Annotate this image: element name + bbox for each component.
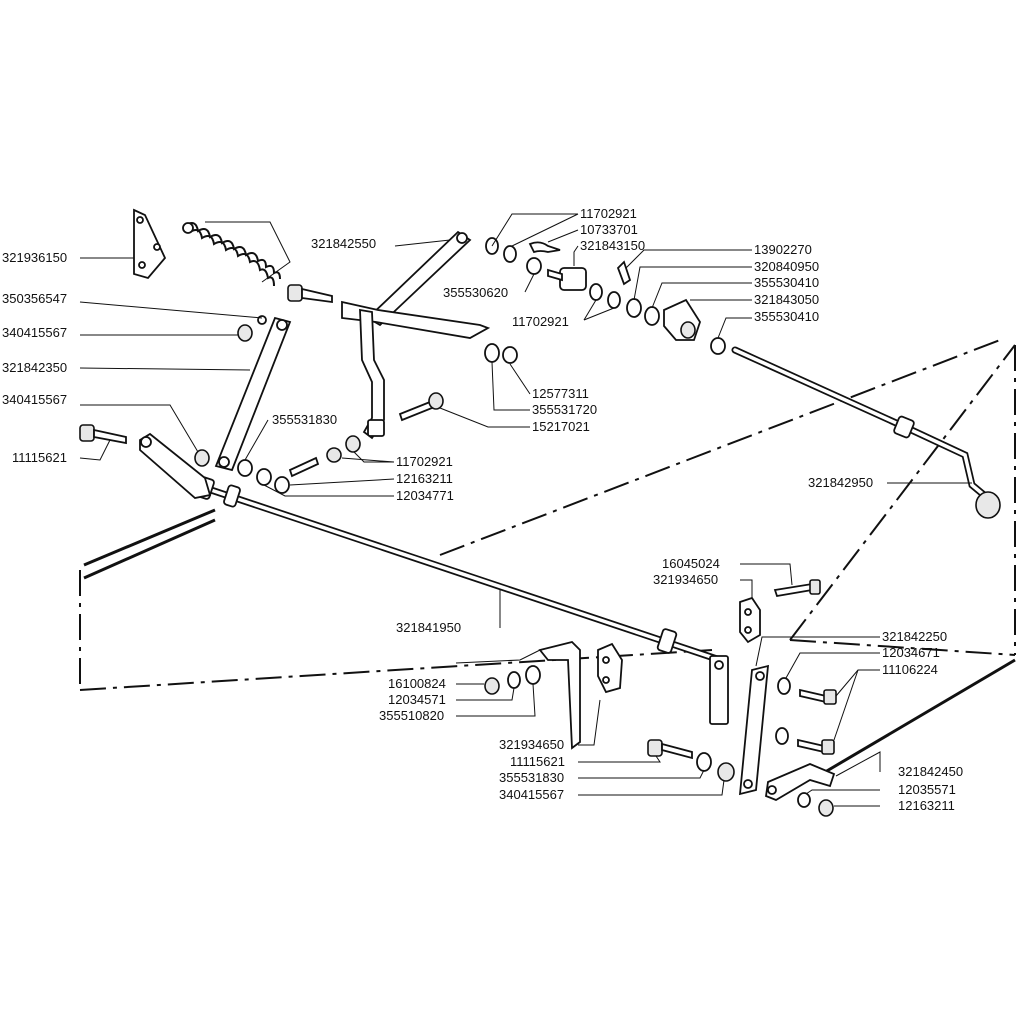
label-10733701: 10733701 (580, 222, 638, 237)
coil-spring (182, 222, 281, 325)
part-labels: 321936150 350356547 340415567 321842350 … (2, 206, 963, 813)
label-340415567-a: 340415567 (2, 325, 67, 340)
label-321842950: 321842950 (808, 475, 873, 490)
reference-frame (79, 339, 1016, 777)
label-12034671: 12034671 (882, 645, 940, 660)
lower-mid-bolt-set (647, 739, 735, 782)
label-321934650-b: 321934650 (499, 737, 564, 752)
bushing-left (237, 324, 253, 342)
label-15217021: 15217021 (532, 419, 590, 434)
label-355531830-a: 355531830 (272, 412, 337, 427)
label-12034771: 12034771 (396, 488, 454, 503)
label-321842550: 321842550 (311, 236, 376, 251)
label-321842450: 321842450 (898, 764, 963, 779)
label-321842350: 321842350 (2, 360, 67, 375)
threaded-rod-handle (731, 346, 1001, 519)
label-321843150: 321843150 (580, 238, 645, 253)
label-355531830-b: 355531830 (499, 770, 564, 785)
label-320840950: 320840950 (754, 259, 819, 274)
upper-pivot-parts (485, 237, 726, 355)
label-11106224: 11106224 (882, 662, 938, 677)
bolt-left-upper (287, 284, 333, 304)
link-bar-right (738, 664, 837, 796)
leader-lines (79, 213, 972, 807)
washers-left-group (237, 435, 361, 494)
label-13902270: 13902270 (754, 242, 812, 257)
lower-bracket-left (484, 641, 623, 750)
shaft-end-plate (709, 655, 729, 725)
bolt-left (79, 424, 127, 445)
label-16045024: 16045024 (662, 556, 720, 571)
label-355530410-a: 355530410 (754, 275, 819, 290)
link-bar (214, 316, 292, 472)
washer-nut-mid (484, 343, 518, 364)
label-11702921-c: 11702921 (396, 454, 453, 469)
label-11115621-b: 11115621 (510, 754, 565, 769)
label-321842250: 321842250 (882, 629, 947, 644)
label-11702921-a: 11702921 (580, 206, 637, 221)
label-12163211-a: 12163211 (396, 471, 453, 486)
bushing-left-lower (194, 449, 210, 467)
label-11115621-a: 11115621 (12, 450, 67, 465)
label-321841950: 321841950 (396, 620, 461, 635)
label-340415567-c: 340415567 (499, 787, 564, 802)
label-321936150: 321936150 (2, 250, 67, 265)
label-12577311: 12577311 (532, 386, 589, 401)
label-355530410-b: 355530410 (754, 309, 819, 324)
label-12034571: 12034571 (388, 692, 446, 707)
label-355530620: 355530620 (443, 285, 508, 300)
label-340415567-b: 340415567 (2, 392, 67, 407)
triangular-bracket (133, 208, 167, 280)
right-lever-arm (765, 763, 836, 817)
label-12163211-b: 12163211 (898, 798, 955, 813)
label-12035571: 12035571 (898, 782, 956, 797)
label-355531720: 355531720 (532, 402, 597, 417)
left-lever-arm (139, 432, 212, 499)
label-321934650-a: 321934650 (653, 572, 718, 587)
clamp-bracket-upper (739, 579, 821, 644)
lever-arm-upper (341, 230, 491, 440)
label-355510820: 355510820 (379, 708, 444, 723)
label-321843050: 321843050 (754, 292, 819, 307)
bolt-mid (398, 392, 444, 422)
label-16100824: 16100824 (388, 676, 446, 691)
label-350356547: 350356547 (2, 291, 67, 306)
label-11702921-b: 11702921 (512, 314, 569, 329)
